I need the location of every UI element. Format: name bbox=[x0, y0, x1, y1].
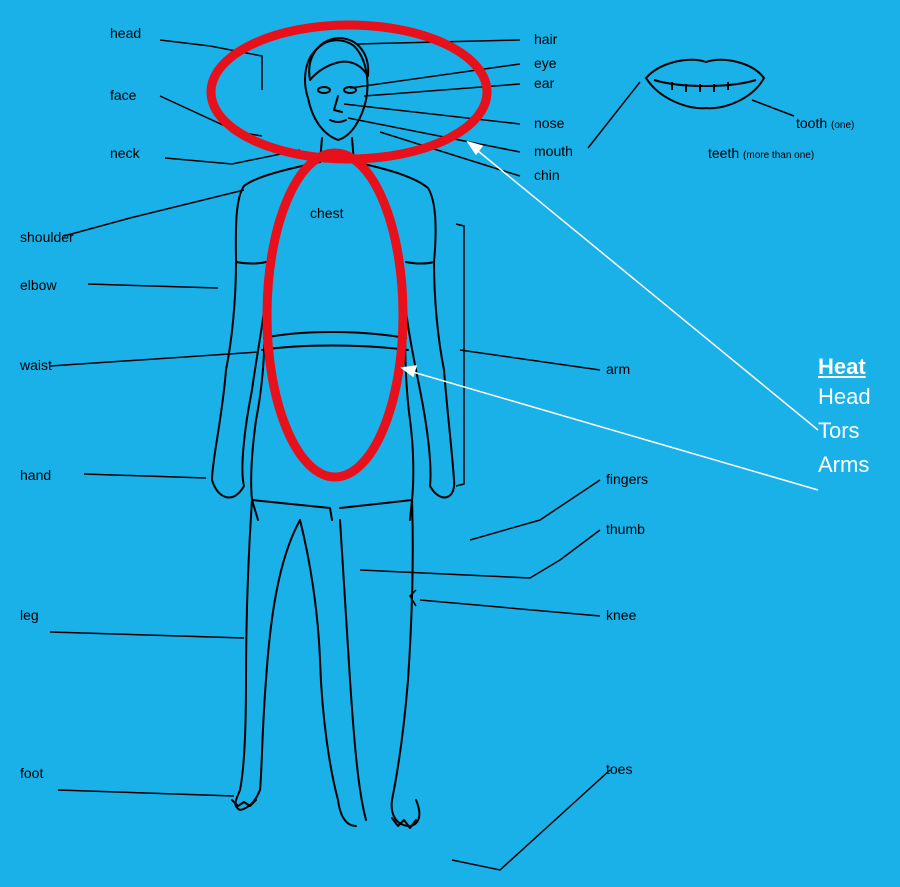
head-pointer-line bbox=[472, 146, 818, 430]
label-hand: hand bbox=[20, 468, 51, 482]
left-leg bbox=[235, 500, 300, 810]
panel-line-arms: Arms bbox=[818, 452, 869, 478]
label-mouth: mouth bbox=[534, 144, 573, 158]
label-hair: hair bbox=[534, 32, 557, 46]
label-knee: knee bbox=[606, 608, 636, 622]
panel-title: Heat bbox=[818, 354, 866, 380]
label-face: face bbox=[110, 88, 136, 102]
lips-outline bbox=[646, 60, 764, 109]
label-head: head bbox=[110, 26, 141, 40]
label-foot: foot bbox=[20, 766, 43, 780]
teeth-illustration bbox=[646, 60, 764, 109]
label-elbow: elbow bbox=[20, 278, 57, 292]
label-arm: arm bbox=[606, 362, 630, 376]
tooth-marks bbox=[672, 82, 728, 92]
panel-line-head: Head bbox=[818, 384, 871, 410]
label-teeth-group: teeth (more than one) bbox=[708, 146, 814, 161]
label-thumb: thumb bbox=[606, 522, 645, 536]
sleeve-left bbox=[236, 262, 266, 264]
left-eye bbox=[318, 87, 330, 93]
label-tooth: tooth bbox=[796, 115, 827, 131]
label-neck: neck bbox=[110, 146, 140, 160]
torso-highlight-oval bbox=[267, 153, 403, 477]
label-ear: ear bbox=[534, 76, 554, 90]
head-outline bbox=[305, 40, 367, 140]
torso-pointer-arrowhead bbox=[402, 366, 416, 376]
label-waist: waist bbox=[20, 358, 52, 372]
left-leg-inner bbox=[300, 520, 356, 826]
label-tooth-group: tooth (one) bbox=[796, 116, 854, 131]
label-chest: chest bbox=[310, 206, 343, 220]
label-tooth-note: (one) bbox=[831, 120, 854, 131]
label-teeth-note: (more than one) bbox=[743, 150, 814, 161]
mouth-outline bbox=[330, 120, 346, 122]
label-leg: leg bbox=[20, 608, 39, 622]
label-nose: nose bbox=[534, 116, 564, 130]
right-leg bbox=[392, 500, 420, 826]
shorts-outline bbox=[252, 500, 412, 520]
label-teeth: teeth bbox=[708, 145, 739, 161]
nose-outline bbox=[334, 96, 342, 112]
sleeve-right bbox=[406, 262, 434, 264]
right-leg-inner bbox=[340, 520, 366, 820]
lip-line bbox=[654, 80, 756, 86]
panel-line-torso: Tors bbox=[818, 418, 860, 444]
waist-outline bbox=[262, 332, 408, 350]
leader-lines bbox=[50, 40, 794, 870]
label-eye: eye bbox=[534, 56, 557, 70]
label-shoulder: shoulder bbox=[20, 230, 74, 244]
label-toes: toes bbox=[606, 762, 632, 776]
label-chin: chin bbox=[534, 168, 560, 182]
label-fingers: fingers bbox=[606, 472, 648, 486]
